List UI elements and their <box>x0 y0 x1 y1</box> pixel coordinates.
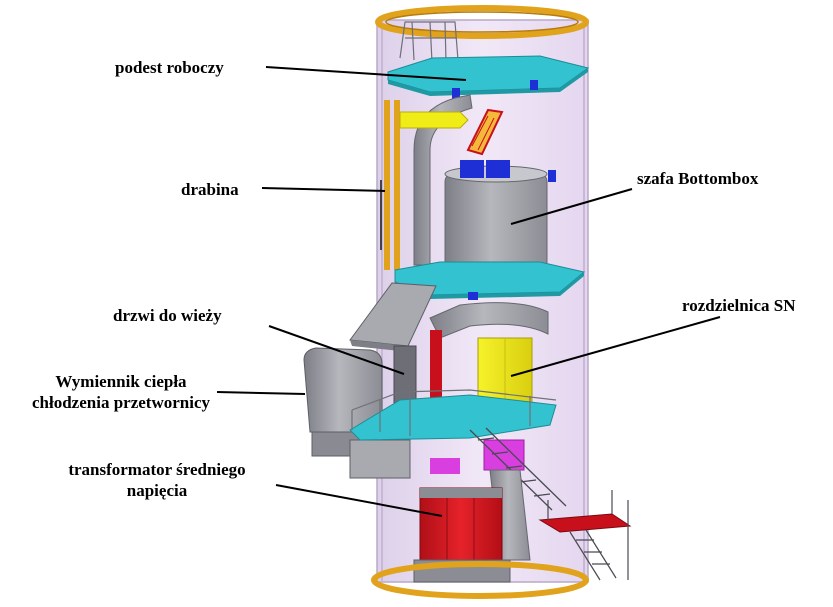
top-ring-outer <box>375 5 589 39</box>
label-heat-exchanger: Wymiennik ciepła chłodzenia przetwornicy <box>16 371 226 413</box>
label-transformer-line1: transformator średniego <box>68 460 246 479</box>
label-heat-exchanger-line2: chłodzenia przetwornicy <box>32 393 210 412</box>
yellow-beam <box>399 111 469 129</box>
leader-bottombox <box>510 188 633 225</box>
leader-lines <box>216 66 721 517</box>
label-heat-exchanger-line1: Wymiennik ciepła <box>55 372 187 391</box>
bottom-flange-ring <box>371 561 589 599</box>
lower-platform <box>349 389 557 441</box>
label-bottombox-cabinet: szafa Bottombox <box>637 169 759 188</box>
outside-platform <box>538 490 632 581</box>
upper-stair <box>466 108 504 156</box>
top-flange-ring <box>375 5 589 39</box>
top-ring-inner <box>385 11 579 33</box>
leader-tower-door <box>268 325 405 375</box>
upper-duct <box>413 94 473 266</box>
heat-exchanger <box>303 347 411 479</box>
top-railing <box>399 21 459 63</box>
label-transformer: transformator średniego napięcia <box>40 459 274 501</box>
label-ladder: drabina <box>181 180 239 199</box>
magenta-ducts <box>430 439 525 474</box>
label-mv-switchgear: rozdzielnica SN <box>682 296 796 315</box>
leader-ladder <box>261 187 386 192</box>
label-transformer-line2: napięcia <box>126 481 188 500</box>
work-platform-deck <box>387 55 590 100</box>
leader-switchgear <box>510 316 721 377</box>
leader-transformer <box>275 484 443 517</box>
label-tower-door: drzwi do wieży <box>113 306 222 325</box>
label-work-platform: podest roboczy <box>115 58 224 77</box>
leader-heat-exchanger <box>216 391 306 395</box>
leader-work-platform <box>265 66 467 81</box>
